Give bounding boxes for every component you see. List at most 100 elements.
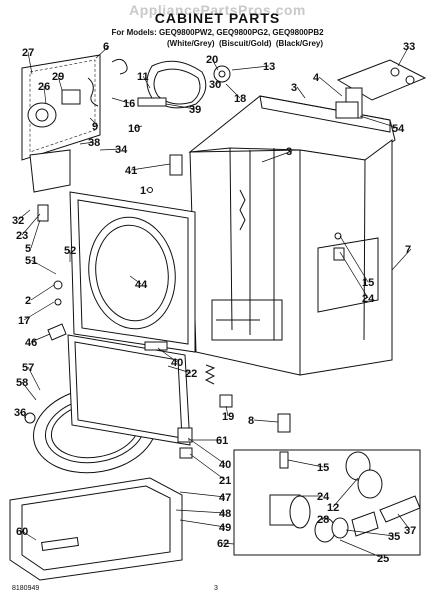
callout-c39: 39 <box>189 104 201 116</box>
callout-c11: 11 <box>137 71 149 83</box>
callout-c6: 6 <box>103 41 109 53</box>
watermark-text: AppliancePartsPros.com <box>129 2 306 18</box>
callout-c15a: 15 <box>362 277 374 289</box>
leader-line-c10 <box>133 125 143 129</box>
leader-line-c3a <box>296 86 306 99</box>
callout-c54: 54 <box>392 123 405 135</box>
rear-bracket-parts <box>335 59 427 119</box>
hardware-parts <box>24 154 345 459</box>
leader-line-c9 <box>89 117 99 127</box>
callout-c16: 16 <box>123 98 135 110</box>
leader-line-c54 <box>359 115 399 129</box>
leader-line-c60 <box>21 530 37 541</box>
callout-c7: 7 <box>405 244 411 256</box>
leader-line-c32 <box>17 209 31 221</box>
callout-c37: 37 <box>404 525 416 537</box>
leader-line-c13 <box>231 65 270 71</box>
base-panel <box>9 477 183 581</box>
leader-line-c23 <box>21 213 41 236</box>
leader-line-c24a <box>339 251 369 299</box>
leader-line-c16 <box>111 97 130 104</box>
doc-number: 8180949 <box>12 585 40 592</box>
callout-c24b: 24 <box>317 491 330 503</box>
leader-line-c7 <box>391 248 412 271</box>
leader-line-c26 <box>43 85 47 105</box>
callout-c57: 57 <box>22 362 34 374</box>
leader-line-c15a <box>339 235 369 283</box>
callout-c52: 52 <box>64 245 76 257</box>
leader-line-c40b <box>187 437 226 465</box>
callout-c27: 27 <box>22 47 34 59</box>
callout-c28: 28 <box>317 514 329 526</box>
callout-c12: 12 <box>327 502 339 514</box>
callout-c22: 22 <box>185 368 197 380</box>
callout-c3a: 3 <box>291 82 297 94</box>
callout-c38: 38 <box>88 137 100 149</box>
leader-line-c58 <box>21 381 37 401</box>
exhaust-kit <box>233 449 421 556</box>
leader-line-c57 <box>27 366 41 391</box>
leader-line-c2 <box>30 284 55 301</box>
cabinet-shell <box>188 95 396 376</box>
leader-line-c38 <box>79 141 95 145</box>
leader-line-c11 <box>142 75 151 89</box>
leader-line-c6 <box>95 45 110 59</box>
leader-line-c51 <box>30 259 57 275</box>
leader-line-c21 <box>189 453 226 481</box>
leader-line-c33 <box>397 45 410 67</box>
callout-c26: 26 <box>38 81 50 93</box>
front-panel <box>69 191 196 353</box>
leader-line-c41 <box>130 163 171 171</box>
leader-line-c49 <box>179 519 226 528</box>
leader-line-c44 <box>129 275 142 285</box>
callout-c17: 17 <box>18 315 30 327</box>
page-title: CABINET PARTS <box>154 10 281 26</box>
page-number: 3 <box>214 585 218 592</box>
leader-line-c8 <box>253 419 279 423</box>
callout-c1: 1 <box>140 185 146 197</box>
callout-c23: 23 <box>16 230 28 242</box>
callout-c60: 60 <box>16 526 28 538</box>
leader-line-c25 <box>339 539 384 559</box>
leader-line-c30 <box>214 81 221 85</box>
callout-c34: 34 <box>115 144 128 156</box>
callout-c41: 41 <box>125 165 137 177</box>
callout-c35: 35 <box>388 531 400 543</box>
leader-line-c15b <box>287 459 324 468</box>
callout-c24a: 24 <box>362 293 375 305</box>
leader-line-c48 <box>175 509 226 514</box>
callout-c58: 58 <box>16 377 28 389</box>
leader-line-c27 <box>27 51 33 75</box>
callout-c13: 13 <box>263 61 275 73</box>
leader-line-c20 <box>211 58 219 71</box>
leader-line-c19 <box>225 405 229 417</box>
leader-line-c46 <box>30 333 51 343</box>
callout-c29: 29 <box>52 71 64 83</box>
callout-c32: 32 <box>12 215 24 227</box>
leader-line-c29 <box>57 75 63 91</box>
leader-line-c34 <box>99 148 122 151</box>
callout-c40a: 40 <box>171 357 183 369</box>
colors-line: (White/Grey) (Biscuit/Gold) (Black/Grey) <box>167 39 324 48</box>
callout-c48: 48 <box>219 508 231 520</box>
leader-line-c4 <box>318 76 343 97</box>
callout-c18: 18 <box>234 93 246 105</box>
leader-line-c28 <box>321 518 324 521</box>
callout-c15b: 15 <box>317 462 329 474</box>
leader-line-c62 <box>222 542 235 545</box>
leader-line-c22 <box>167 365 192 374</box>
callout-c33: 33 <box>403 41 415 53</box>
callout-c10: 10 <box>128 123 140 135</box>
callout-c62: 62 <box>217 538 229 550</box>
callout-c25: 25 <box>377 553 389 565</box>
leader-line-c3b <box>261 150 293 163</box>
leader-line-c37 <box>397 513 411 531</box>
callout-c40b: 40 <box>219 459 231 471</box>
callout-c46: 46 <box>25 337 37 349</box>
callout-c9: 9 <box>92 121 98 133</box>
leader-line-c5 <box>30 219 41 249</box>
callout-c5: 5 <box>25 243 31 255</box>
leader-line-c12 <box>332 477 359 508</box>
